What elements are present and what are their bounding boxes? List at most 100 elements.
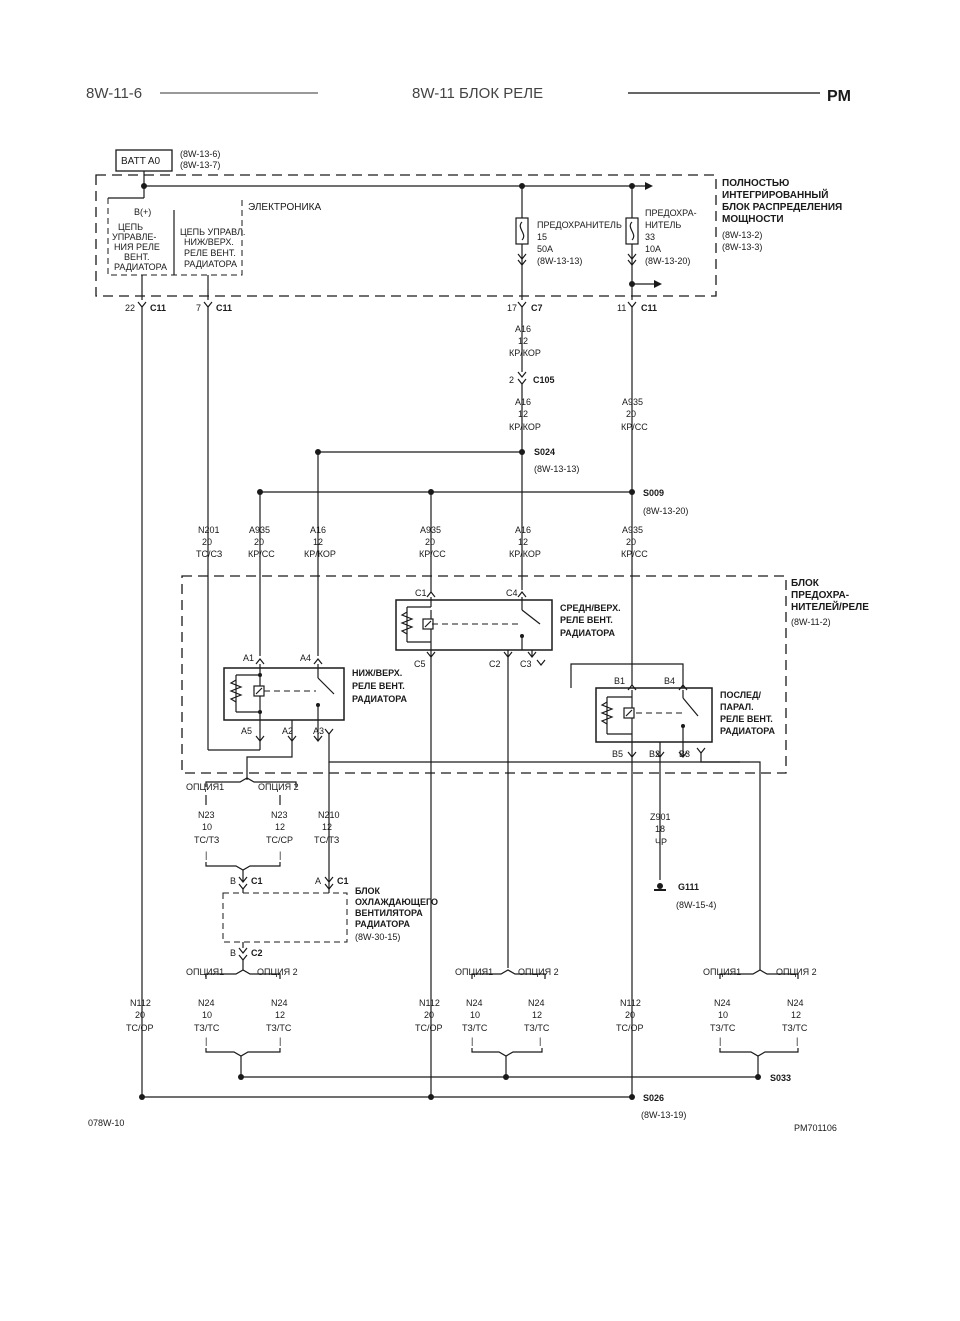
svg-text:РАДИАТОРА: РАДИАТОРА xyxy=(114,262,167,272)
svg-text:ЦЕПЬ: ЦЕПЬ xyxy=(118,222,143,232)
svg-text:G111: G111 xyxy=(678,882,699,892)
svg-text:S033: S033 xyxy=(770,1073,791,1083)
svg-text:B: B xyxy=(230,876,236,886)
ipdm-box xyxy=(95,174,717,297)
svg-text:РАДИАТОРА: РАДИАТОРА xyxy=(560,628,615,638)
svg-text:12: 12 xyxy=(518,409,528,419)
svg-text:ТС/СР: ТС/СР xyxy=(266,835,293,845)
svg-text:ПРЕДОХРА-: ПРЕДОХРА- xyxy=(791,590,849,601)
svg-text:N24: N24 xyxy=(466,998,483,1008)
wire-a16-c: A16 12 КР/КОР xyxy=(509,525,541,559)
svg-text:2: 2 xyxy=(509,375,514,385)
fuse-33: ПРЕДОХРА- НИТЕЛЬ 33 10A (8W-13-20) xyxy=(625,186,697,300)
wire-n23-10: N23 10 ТС/ТЗ | xyxy=(194,810,219,860)
svg-text:10: 10 xyxy=(470,1010,480,1020)
svg-text:ПРЕДОХРАНИТЕЛЬ: ПРЕДОХРАНИТЕЛЬ xyxy=(537,220,622,230)
svg-text:ТС/СЗ: ТС/СЗ xyxy=(196,549,222,559)
svg-text:C2: C2 xyxy=(251,948,263,958)
svg-text:C4: C4 xyxy=(506,588,518,598)
svg-text:(8W-13-3): (8W-13-3) xyxy=(722,242,762,252)
svg-text:ТС/ОР: ТС/ОР xyxy=(126,1023,154,1033)
wire-n210: N210 12 ТС/ТЗ xyxy=(314,810,340,845)
connector-c7-17: 17 C7 xyxy=(507,301,543,313)
svg-text:10: 10 xyxy=(718,1010,728,1020)
svg-text:ТЗ/ТС: ТЗ/ТС xyxy=(782,1023,808,1033)
svg-text:12: 12 xyxy=(532,1010,542,1020)
svg-text:12: 12 xyxy=(791,1010,801,1020)
svg-text:КР/КОР: КР/КОР xyxy=(509,549,541,559)
svg-text:КР/СС: КР/СС xyxy=(621,422,648,432)
svg-text:A16: A16 xyxy=(310,525,326,535)
fuse-relay-block xyxy=(181,575,787,774)
svg-text:КР/КОР: КР/КОР xyxy=(304,549,336,559)
splice-s033: S033 xyxy=(238,1073,791,1083)
wire-n24-c12: N24 12 ТЗ/ТС | xyxy=(782,998,808,1046)
svg-text:10A: 10A xyxy=(645,244,661,254)
svg-text:12: 12 xyxy=(275,822,285,832)
fuse-relay-block-title: БЛОК ПРЕДОХРА- НИТЕЛЕЙ/РЕЛЕ (8W-11-2) xyxy=(791,578,869,627)
svg-text:(8W-11-2): (8W-11-2) xyxy=(791,617,831,627)
svg-text:КР/КОР: КР/КОР xyxy=(509,348,541,358)
svg-text:БЛОК РАСПРЕДЕЛЕНИЯ: БЛОК РАСПРЕДЕЛЕНИЯ xyxy=(722,202,842,213)
svg-text:C1: C1 xyxy=(415,588,427,598)
svg-text:ОПЦИЯ1: ОПЦИЯ1 xyxy=(703,967,741,977)
svg-text:|: | xyxy=(539,1036,541,1046)
svg-text:НИТЕЛЕЙ/РЕЛЕ: НИТЕЛЕЙ/РЕЛЕ xyxy=(791,600,869,613)
wire-n23-12: N23 12 ТС/СР | xyxy=(266,810,293,860)
svg-text:РАДИАТОРА: РАДИАТОРА xyxy=(184,259,237,269)
svg-text:N112: N112 xyxy=(620,998,641,1008)
svg-text:A1: A1 xyxy=(243,653,254,663)
svg-text:РЕЛЕ ВЕНТ.: РЕЛЕ ВЕНТ. xyxy=(184,248,236,258)
svg-text:ОПЦИЯ 2: ОПЦИЯ 2 xyxy=(518,967,559,977)
svg-text:20: 20 xyxy=(625,1010,635,1020)
svg-text:БЛОК: БЛОК xyxy=(791,578,820,589)
svg-text:20: 20 xyxy=(626,409,636,419)
svg-text:СРЕДН/ВЕРХ.: СРЕДН/ВЕРХ. xyxy=(560,603,621,613)
svg-text:N112: N112 xyxy=(130,998,151,1008)
svg-text:(8W-13-13): (8W-13-13) xyxy=(534,464,579,474)
svg-text:(8W-30-15): (8W-30-15) xyxy=(355,932,400,942)
svg-text:|: | xyxy=(279,850,281,860)
svg-text:N24: N24 xyxy=(528,998,545,1008)
option-block-a: ОПЦИЯ1 ОПЦИЯ 2 xyxy=(186,967,298,979)
svg-text:|: | xyxy=(279,1036,281,1046)
svg-text:22: 22 xyxy=(125,303,135,313)
svg-text:ОПЦИЯ1: ОПЦИЯ1 xyxy=(455,967,493,977)
fuse-15: ПРЕДОХРАНИТЕЛЬ 15 50A (8W-13-13) xyxy=(515,186,622,300)
option-block-c: ОПЦИЯ1 ОПЦИЯ 2 xyxy=(703,967,817,979)
svg-text:A935: A935 xyxy=(622,397,643,407)
svg-text:ТС/ОР: ТС/ОР xyxy=(616,1023,644,1033)
connector-c11-22: 22 C11 xyxy=(125,301,166,313)
svg-text:ПОЛНОСТЬЮ: ПОЛНОСТЬЮ xyxy=(722,178,789,189)
splice-s024: S024 (8W-13-13) xyxy=(315,447,579,474)
svg-text:(8W-13-20): (8W-13-20) xyxy=(643,506,688,516)
splice-s026: S026 (8W-13-19) xyxy=(139,1093,686,1120)
svg-text:ТЗ/ТС: ТЗ/ТС xyxy=(710,1023,736,1033)
svg-text:ОПЦИЯ 2: ОПЦИЯ 2 xyxy=(257,967,298,977)
svg-text:S009: S009 xyxy=(643,488,664,498)
svg-text:ТС/ОР: ТС/ОР xyxy=(415,1023,443,1033)
electronics-label: ЭЛЕКТРОНИКА xyxy=(248,202,321,213)
wire-a935-l: A935 20 КР/СС xyxy=(248,525,275,559)
svg-text:10: 10 xyxy=(202,822,212,832)
connector-c105: 2 C105 xyxy=(509,371,555,385)
svg-text:B: B xyxy=(230,948,236,958)
svg-text:C3: C3 xyxy=(520,659,532,669)
svg-text:C11: C11 xyxy=(641,303,657,313)
svg-text:A16: A16 xyxy=(515,397,531,407)
svg-text:|: | xyxy=(796,1036,798,1046)
svg-text:N23: N23 xyxy=(271,810,288,820)
svg-text:50A: 50A xyxy=(537,244,553,254)
svg-text:B4: B4 xyxy=(664,676,675,686)
option-block-top: ОПЦИЯ1 ОПЦИЯ 2 xyxy=(186,777,299,805)
svg-text:ТС/ТЗ: ТС/ТЗ xyxy=(194,835,219,845)
svg-text:A16: A16 xyxy=(515,525,531,535)
svg-text:10: 10 xyxy=(202,1010,212,1020)
wire-a935-mid: A935 20 КР/СС xyxy=(621,397,648,432)
svg-text:N201: N201 xyxy=(198,525,220,535)
svg-text:РЕЛЕ ВЕНТ.: РЕЛЕ ВЕНТ. xyxy=(720,714,773,724)
svg-text:12: 12 xyxy=(518,537,528,547)
page-title: 8W-11 БЛОК РЕЛЕ xyxy=(412,85,543,102)
svg-text:B2: B2 xyxy=(649,749,660,759)
svg-text:A16: A16 xyxy=(515,324,531,334)
